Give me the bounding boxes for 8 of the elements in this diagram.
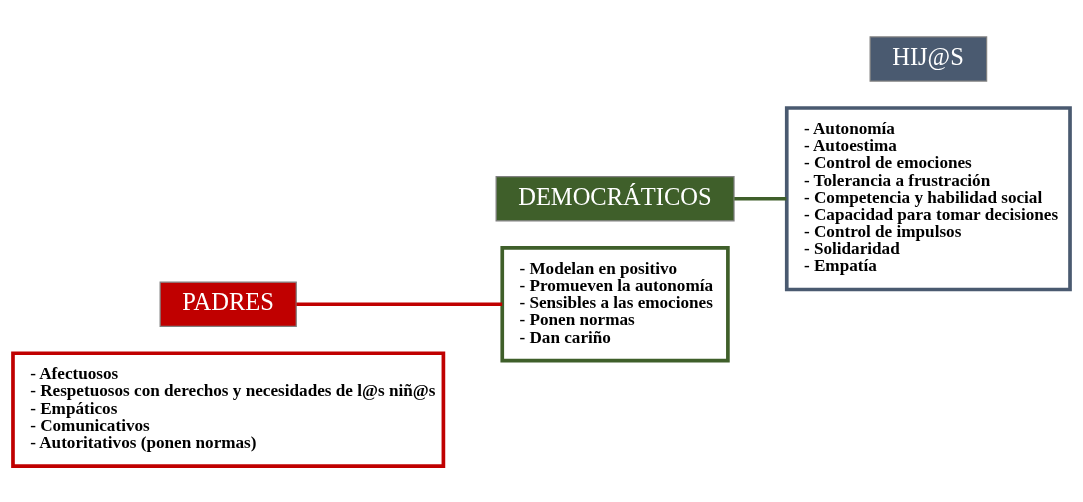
connector (734, 196, 787, 201)
node-box: - Afectuosos - Respetuosos con derechos y necesidades de l@s niñ@s - Empáticos - Comunicativos - Autoritativos (ponen normas) (11, 350, 446, 468)
node-box: PADRES (159, 281, 297, 327)
node-box: - Autonomía - Autoestima - Control de emociones - Tolerancia a frustración - Competencia y habilidad social - Capacidad para tomar decisiones - Control de impulsos - Solidaridad - Empatía (784, 105, 1072, 291)
node-box: HIJ@S (869, 35, 988, 82)
node-box: DEMOCRÁTICOS (495, 175, 735, 221)
node-box: - Modelan en positivo - Promueven la autonomía - Sensibles a las emociones - Ponen normas - Dan cariño (500, 245, 730, 362)
connector (296, 301, 503, 306)
